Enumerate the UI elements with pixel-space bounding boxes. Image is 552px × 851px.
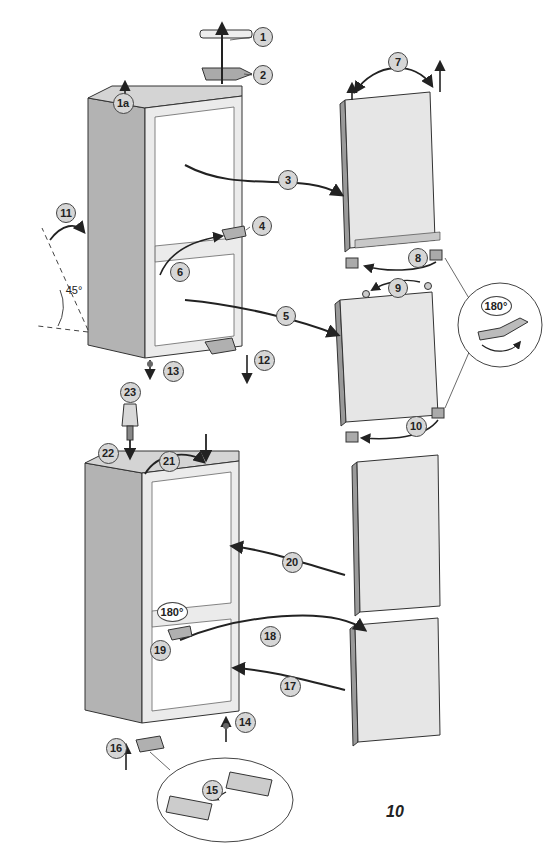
callout-text: 22: [102, 447, 114, 459]
callout-text: 8: [415, 252, 421, 264]
callout-number: 17: [280, 676, 301, 697]
callout-number: 9: [388, 278, 408, 298]
callout-number: 20: [282, 552, 303, 573]
callout-text: 1: [260, 31, 266, 43]
callout-number: 14: [235, 712, 256, 733]
callout-text: 1a: [117, 97, 129, 109]
callout-text: 19: [154, 644, 166, 656]
callout-text: 9: [395, 282, 401, 294]
callout-number: 180°: [157, 602, 188, 622]
callout-text: 180°: [485, 300, 508, 312]
callout-text: 7: [395, 56, 401, 68]
callout-text: 5: [283, 310, 289, 322]
callout-text: 16: [110, 742, 122, 754]
callout-number: 2: [253, 65, 273, 85]
callout-number: 19: [150, 640, 171, 661]
callout-number: 15: [202, 780, 223, 801]
callout-text: 10: [410, 420, 422, 432]
callout-number: 21: [159, 451, 180, 472]
callout-text: 11: [60, 207, 72, 219]
callout-number: 4: [252, 216, 272, 236]
callout-number: 23: [120, 382, 141, 403]
callout-text: 12: [258, 354, 270, 366]
callout-text: 4: [259, 220, 265, 232]
callout-text: 18: [264, 630, 276, 642]
callout-text: 3: [285, 174, 291, 186]
callout-number: 5: [276, 306, 296, 326]
callout-number: 6: [170, 262, 190, 282]
callout-number: 1a: [113, 93, 134, 114]
callout-text: 15: [206, 784, 218, 796]
callout-text: 180°: [161, 606, 184, 618]
callout-text: 13: [167, 365, 179, 377]
callout-number: 8: [408, 248, 428, 268]
callout-text: 23: [124, 386, 136, 398]
callout-number: 16: [106, 738, 127, 759]
callout-number: 180°: [481, 296, 512, 316]
callout-text: 20: [286, 556, 298, 568]
callout-number: 12: [254, 350, 275, 371]
callout-number: 22: [98, 443, 119, 464]
callout-number: 13: [163, 361, 184, 382]
callout-number: 18: [260, 626, 281, 647]
callout-text: 17: [284, 680, 296, 692]
page-number: 10: [386, 803, 404, 821]
callout-number: 7: [388, 52, 408, 72]
callout-text: 14: [239, 716, 251, 728]
callout-number: 11: [56, 203, 76, 223]
callout-number: 1: [253, 27, 273, 47]
callout-number: 10: [406, 416, 427, 437]
callout-number: 3: [278, 170, 298, 190]
callout-text: 6: [177, 266, 183, 278]
callout-text: 21: [163, 455, 175, 467]
callout-text: 2: [260, 69, 266, 81]
angle-label: 45°: [66, 284, 83, 296]
